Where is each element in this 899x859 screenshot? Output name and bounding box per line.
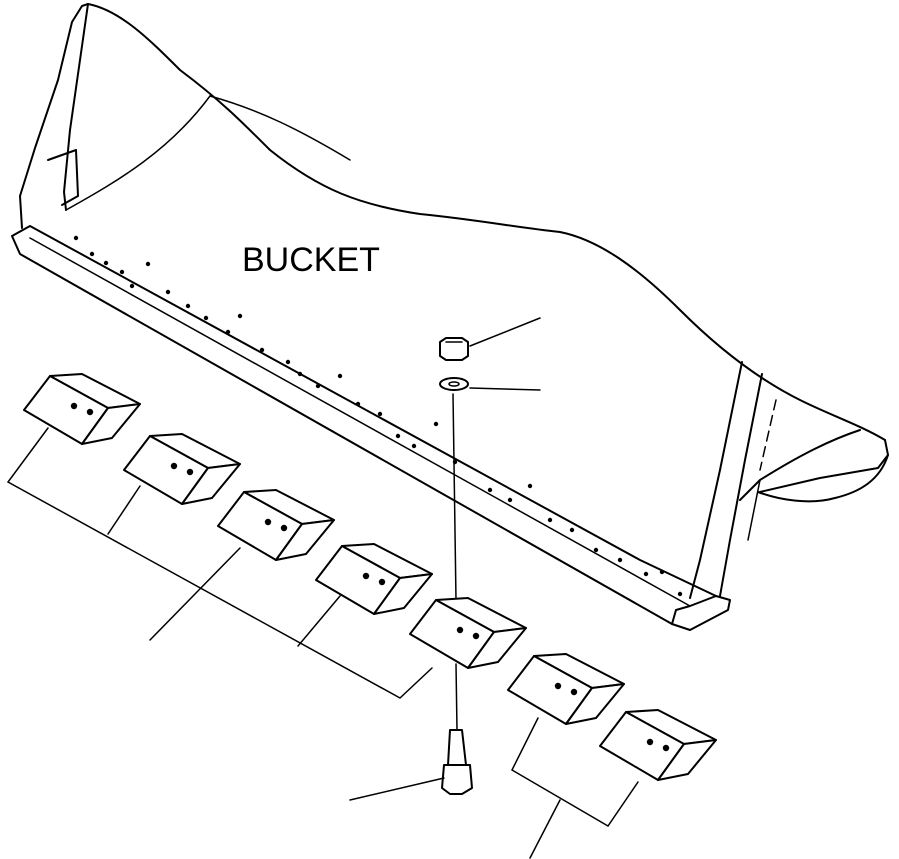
washer (439, 377, 541, 391)
cutting-edge-holes (73, 235, 683, 597)
bits-group (23, 373, 717, 781)
bit-5 (409, 597, 527, 669)
bit-2 (123, 433, 241, 505)
bolt (349, 729, 473, 801)
bit-4 (315, 543, 433, 615)
bit-1 (23, 373, 141, 445)
bolt-axis (452, 393, 458, 731)
bit-7 (599, 709, 717, 781)
bucket-label: BUCKET (242, 241, 380, 279)
bit-leader-lines (6, 427, 639, 859)
nut (439, 317, 541, 361)
bit-6 (507, 653, 625, 725)
bucket-body: BUCKET (11, 3, 889, 631)
bit-3 (217, 489, 335, 561)
